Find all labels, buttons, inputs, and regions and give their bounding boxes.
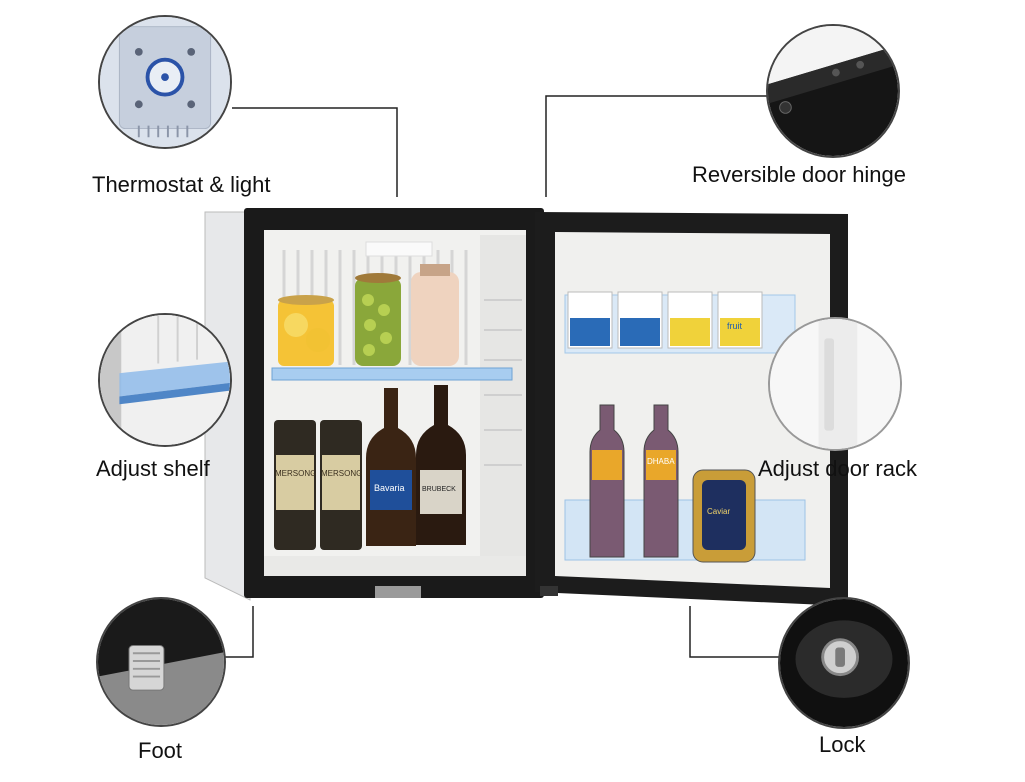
- hinge-label: Reversible door hinge: [692, 162, 907, 187]
- hinge-callout: [766, 24, 900, 158]
- door-rack-callout: [768, 317, 902, 451]
- shelf-bracket-icon: [100, 315, 230, 445]
- door-rack-icon: [770, 319, 900, 449]
- can-label-1: MERSONG: [275, 469, 317, 478]
- door-hinge-icon: [768, 26, 898, 156]
- shelf-label: Adjust shelf: [96, 456, 210, 481]
- thermostat-label: Thermostat & light: [92, 172, 271, 197]
- thermostat-callout: [98, 15, 232, 149]
- shelf-callout: [98, 313, 232, 447]
- key-lock-icon: [780, 599, 908, 727]
- lock-label: Lock: [819, 732, 866, 757]
- bottle-label-right: BRUBECK: [422, 486, 456, 493]
- lock-callout: [778, 597, 910, 729]
- foot-label: Foot: [138, 738, 183, 763]
- foot-callout: [96, 597, 226, 727]
- door-rack-label: Adjust door rack: [758, 456, 917, 481]
- thermostat-dial-icon: [100, 17, 230, 147]
- foot-icon: [98, 599, 224, 725]
- tin-label: Caviar: [707, 507, 731, 516]
- can-label-2: MERSONG: [321, 469, 363, 478]
- door-carton-label: fruit: [727, 321, 743, 331]
- bottle-label-left: Bavaria: [374, 483, 405, 493]
- door-bottle-label: DHABA: [647, 457, 675, 466]
